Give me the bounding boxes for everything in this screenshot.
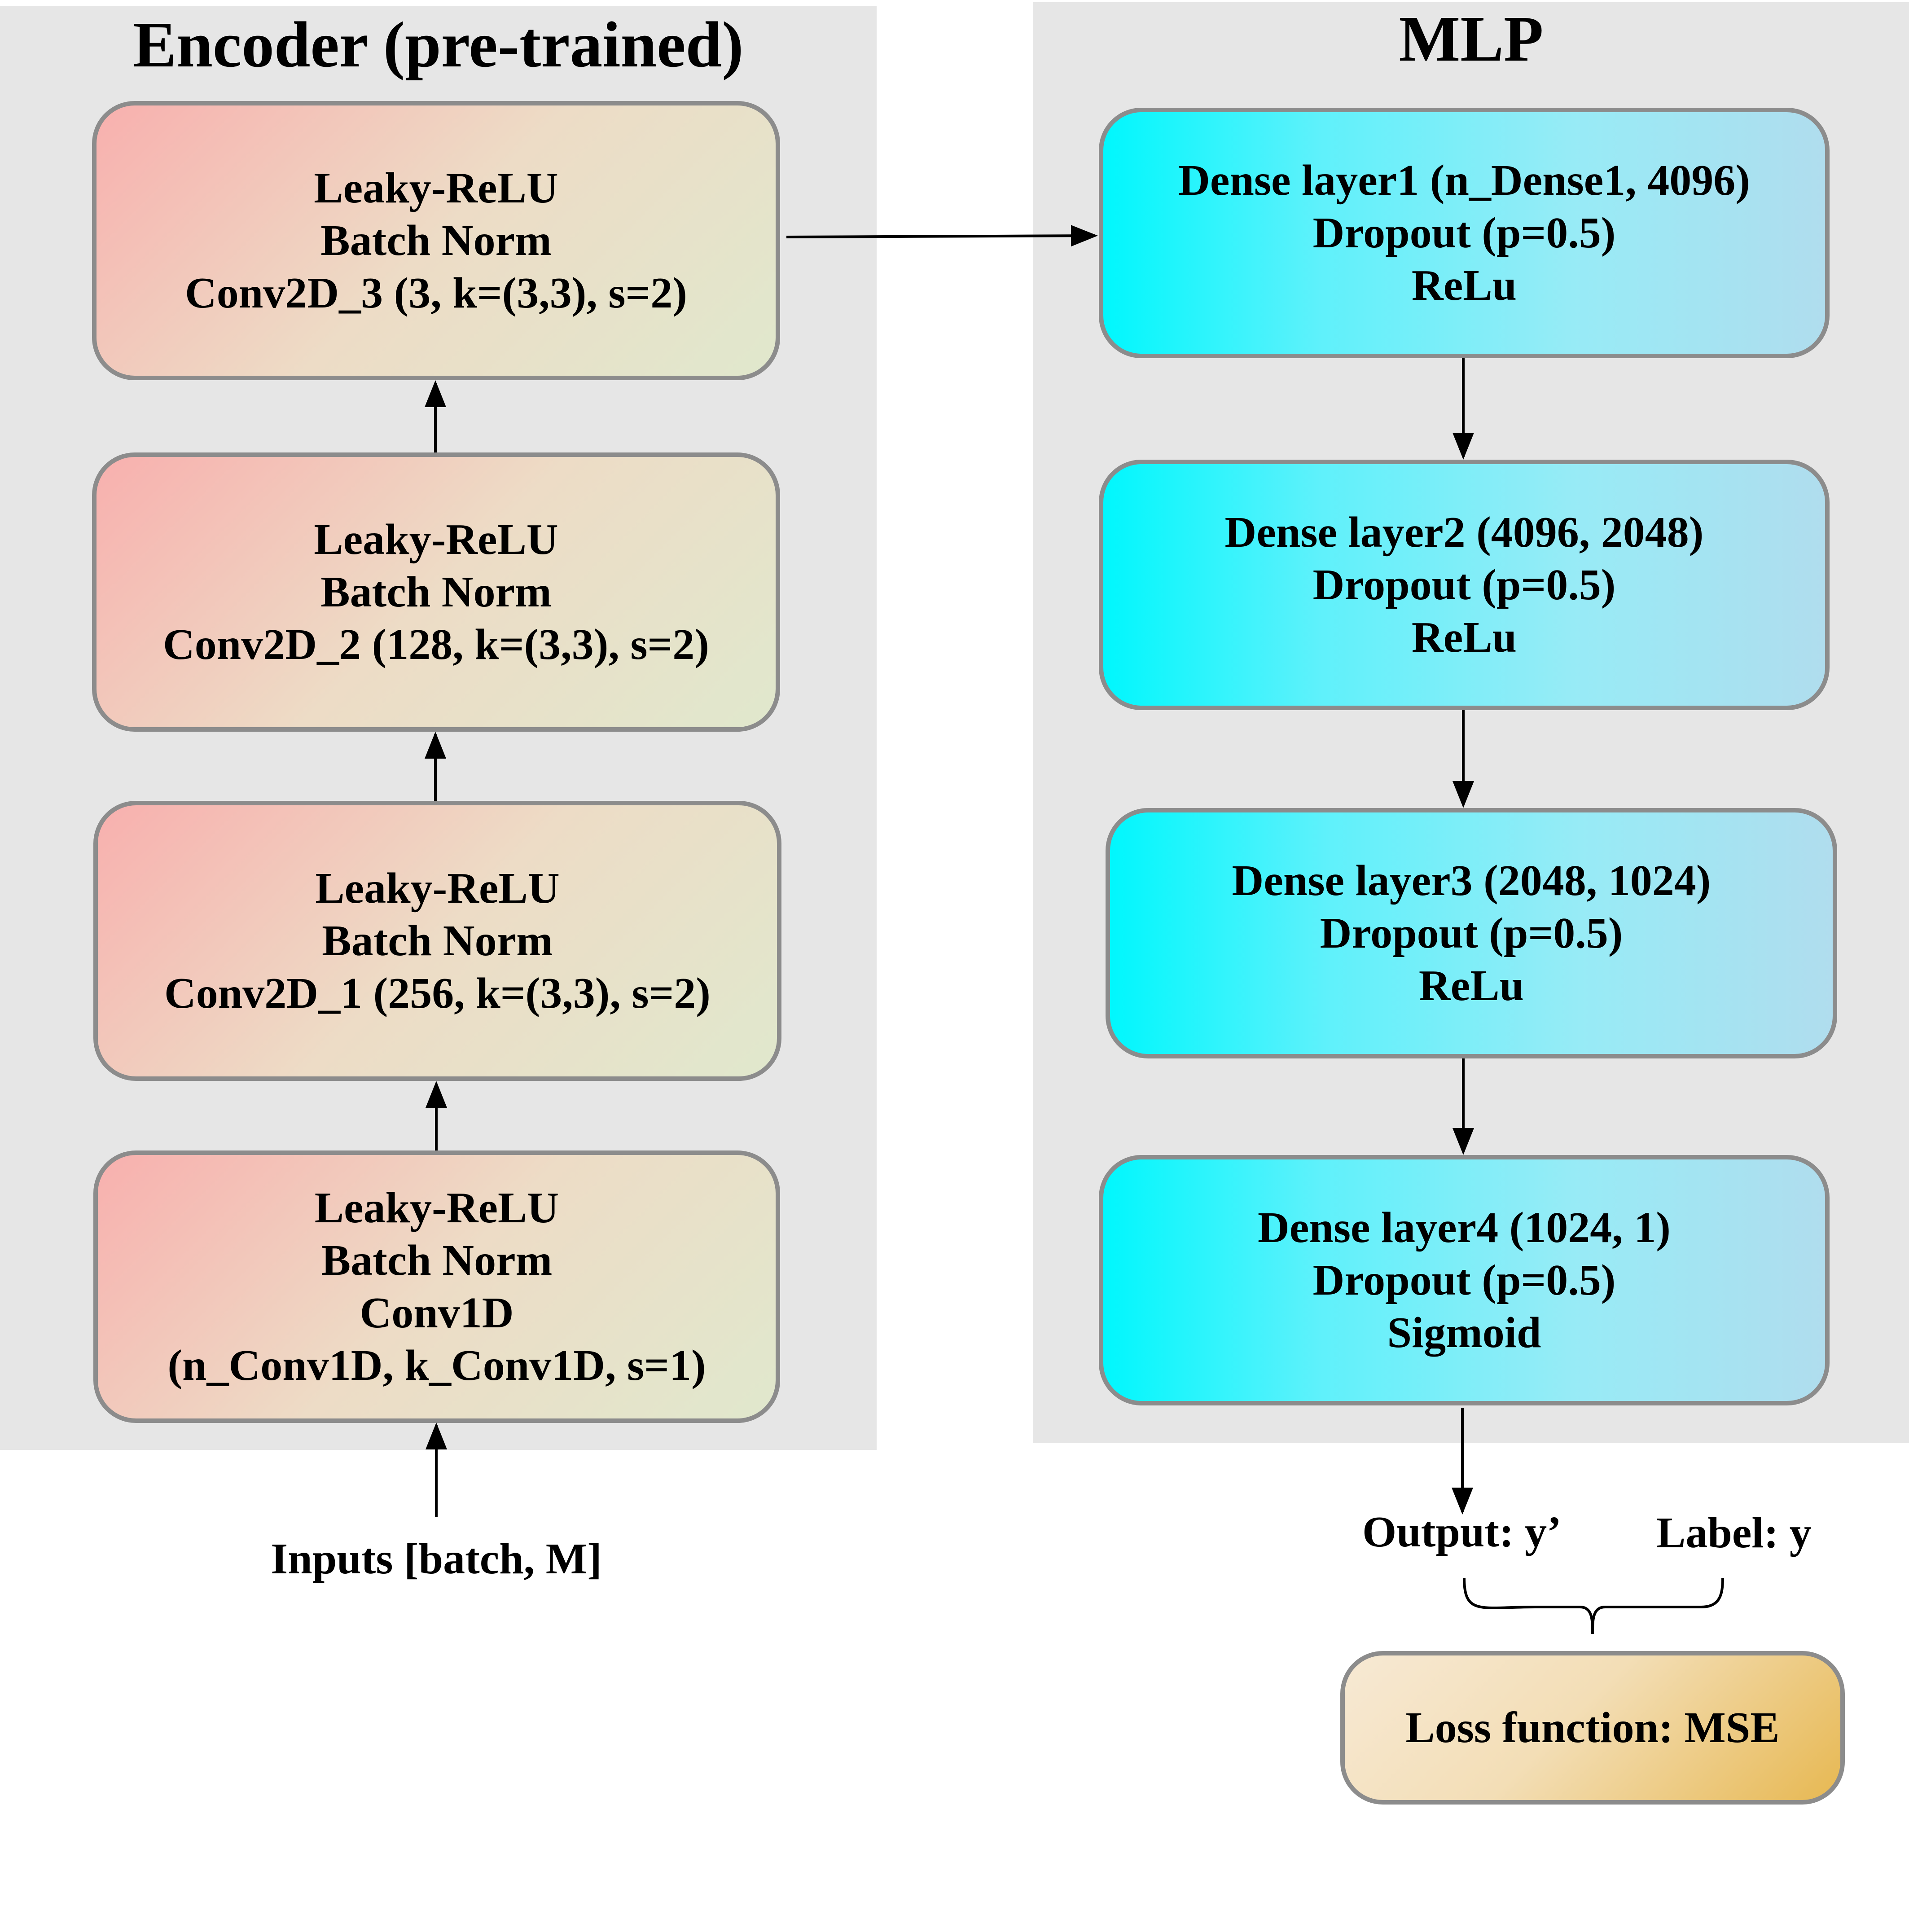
mlp-block-line: Dropout (p=0.5) <box>1312 208 1616 257</box>
mlp-block-line: Dense layer3 (2048, 1024) <box>1232 856 1711 905</box>
encoder-block-line: Leaky-ReLU <box>314 515 558 564</box>
mlp-block-line: ReLu <box>1418 961 1524 1010</box>
encoder-title: Encoder (pre-trained) <box>133 9 744 81</box>
input-label: Inputs [batch, M] <box>271 1535 602 1583</box>
mlp-block-dense4: Dense layer4 (1024, 1) Dropout (p=0.5) S… <box>1099 1155 1830 1405</box>
mlp-block-line: Dropout (p=0.5) <box>1312 560 1616 609</box>
mlp-block-line: Dense layer2 (4096, 2048) <box>1224 508 1704 557</box>
encoder-block-line: Batch Norm <box>320 567 552 616</box>
mlp-title: MLP <box>1399 3 1544 75</box>
target-label: Label: y <box>1656 1509 1812 1557</box>
encoder-block-line: Conv2D_3 (3, k=(3,3), s=2) <box>185 268 687 317</box>
encoder-block-conv1d: Leaky-ReLU Batch Norm Conv1D (n_Conv1D, … <box>93 1150 780 1423</box>
encoder-block-line: Leaky-ReLU <box>314 163 558 212</box>
mlp-block-line: ReLu <box>1411 261 1517 310</box>
loss-function-box: Loss function: MSE <box>1340 1651 1845 1805</box>
encoder-block-line: Conv2D_1 (256, k=(3,3), s=2) <box>164 969 711 1018</box>
mlp-block-line: Dense layer4 (1024, 1) <box>1258 1203 1671 1252</box>
encoder-block-line: Conv1D <box>360 1288 514 1337</box>
output-label-brace <box>1463 1577 1724 1634</box>
mlp-block-dense3: Dense layer3 (2048, 1024) Dropout (p=0.5… <box>1106 808 1837 1058</box>
encoder-block-conv2d-3: Leaky-ReLU Batch Norm Conv2D_3 (3, k=(3,… <box>92 101 780 380</box>
encoder-block-line: Leaky-ReLU <box>314 1183 559 1232</box>
encoder-block-line: Batch Norm <box>320 216 552 265</box>
encoder-block-line: Batch Norm <box>321 1236 553 1285</box>
mlp-block-dense1: Dense layer1 (n_Dense1, 4096) Dropout (p… <box>1099 108 1830 358</box>
encoder-block-conv2d-1: Leaky-ReLU Batch Norm Conv2D_1 (256, k=(… <box>93 801 781 1081</box>
encoder-block-line: (n_Conv1D, k_Conv1D, s=1) <box>167 1341 706 1390</box>
mlp-block-line: ReLu <box>1411 613 1517 662</box>
arrow-encoder-to-mlp <box>786 225 1098 247</box>
loss-function-label: Loss function: MSE <box>1405 1703 1780 1752</box>
mlp-block-line: Dropout (p=0.5) <box>1312 1256 1616 1304</box>
output-label: Output: y’ <box>1362 1508 1562 1556</box>
mlp-block-line: Sigmoid <box>1387 1308 1541 1357</box>
mlp-block-line: Dropout (p=0.5) <box>1320 909 1623 957</box>
mlp-block-line: Dense layer1 (n_Dense1, 4096) <box>1178 156 1750 205</box>
mlp-block-dense2: Dense layer2 (4096, 2048) Dropout (p=0.5… <box>1099 460 1830 710</box>
encoder-block-conv2d-2: Leaky-ReLU Batch Norm Conv2D_2 (128, k=(… <box>92 452 780 732</box>
encoder-block-line: Batch Norm <box>322 916 553 965</box>
encoder-block-line: Conv2D_2 (128, k=(3,3), s=2) <box>163 620 709 669</box>
encoder-block-line: Leaky-ReLU <box>315 864 560 913</box>
